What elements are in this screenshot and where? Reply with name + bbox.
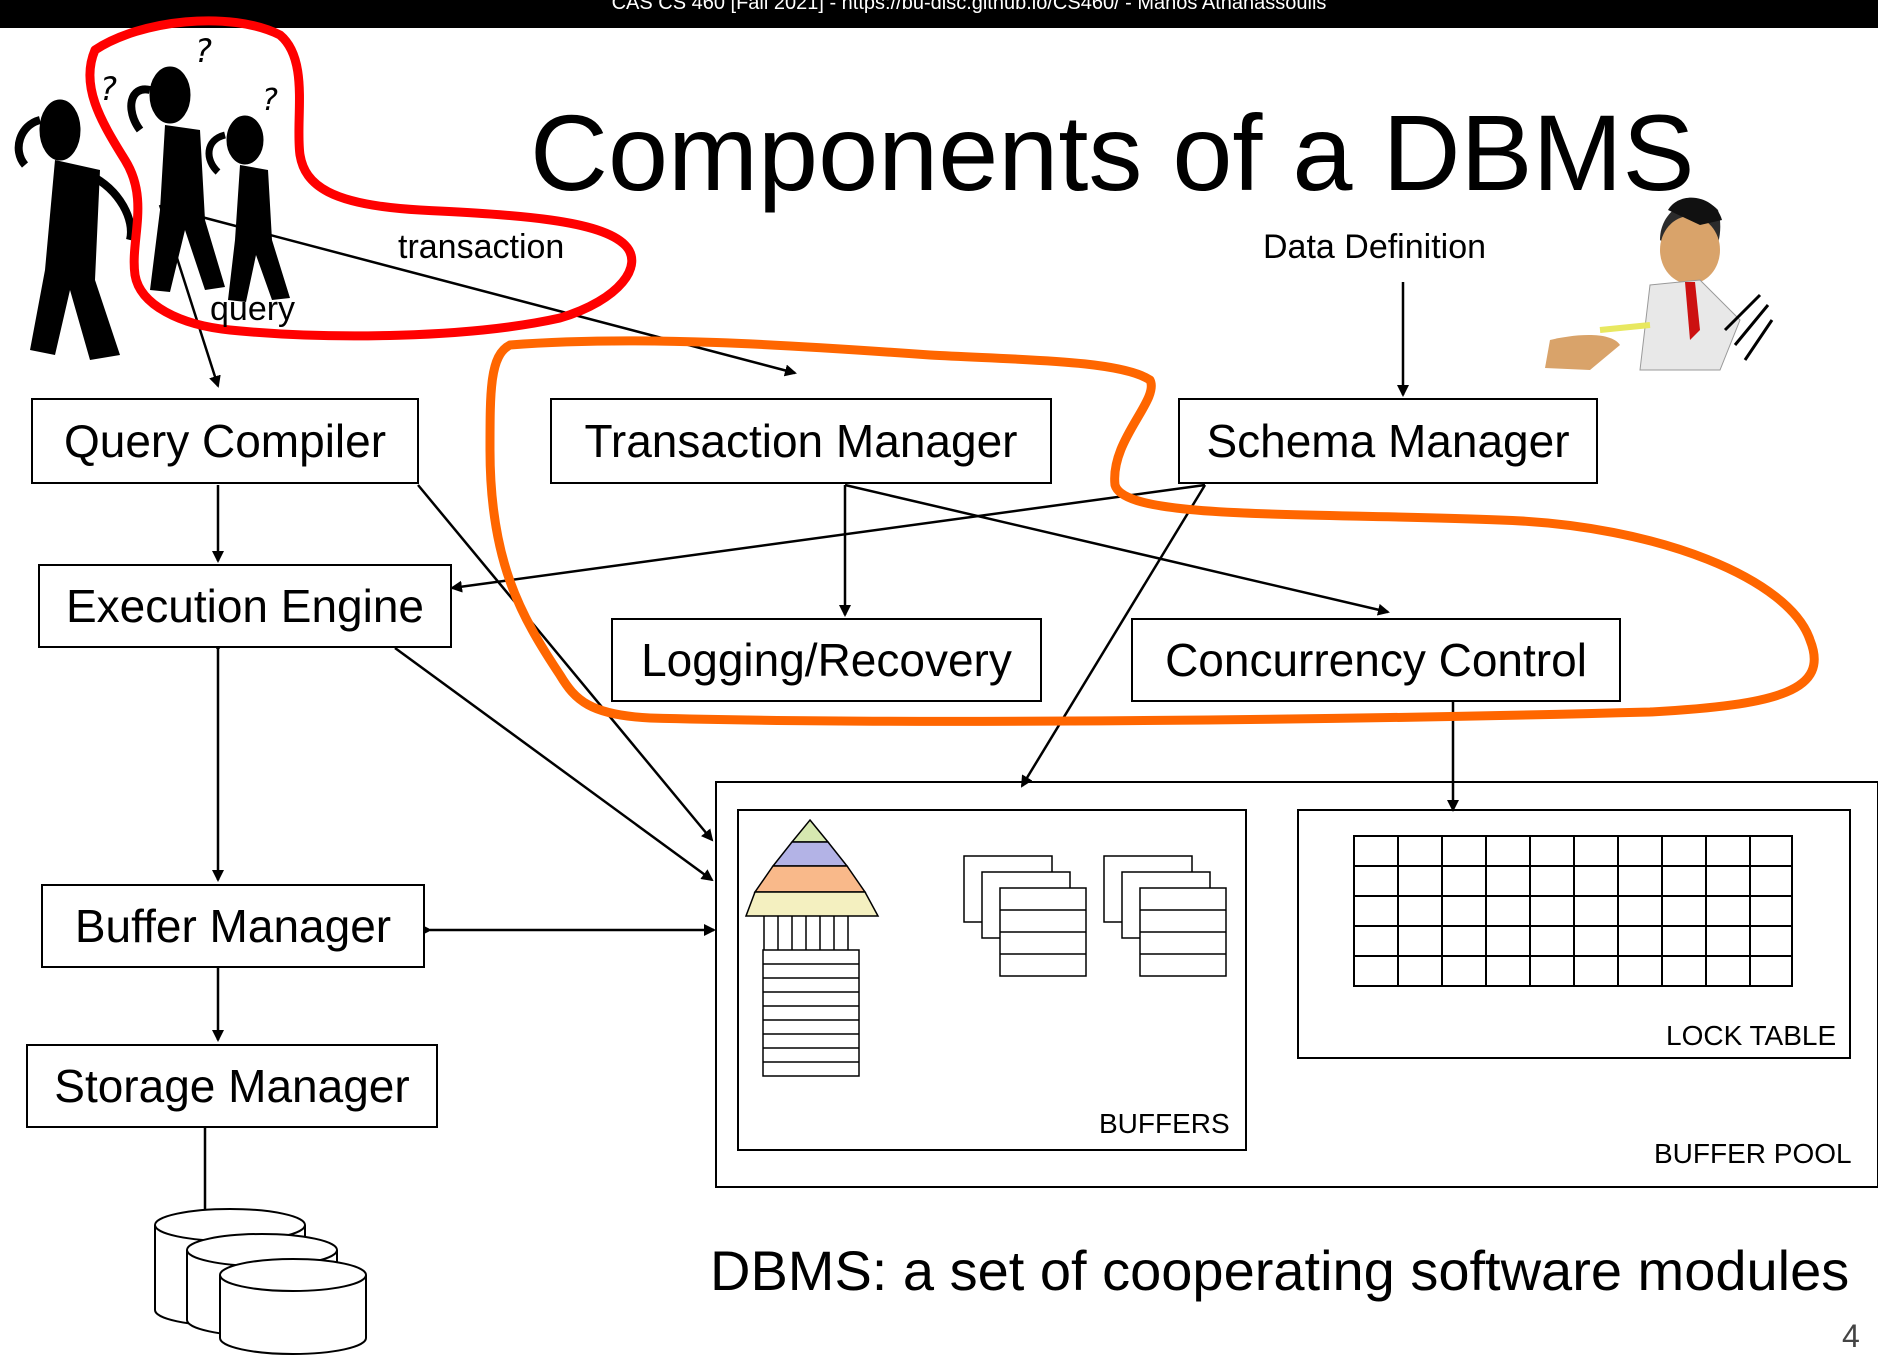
question-mark-icons: ? ? ? — [100, 32, 278, 118]
data-pages-stack-icon — [762, 949, 860, 1077]
buffer-pool-box — [715, 781, 1878, 1188]
arrow-compiler-to-pool — [417, 484, 714, 842]
slide-caption: DBMS: a set of cooperating software modu… — [710, 1239, 1850, 1302]
administrator-icon — [1545, 197, 1774, 371]
transaction-label: transaction — [398, 228, 565, 266]
logging-recovery-box: Logging/Recovery — [611, 618, 1042, 702]
arrow-query-to-compiler — [158, 204, 221, 388]
buffer-pool-label: BUFFER POOL — [1654, 1138, 1852, 1169]
header-bar: CAS CS 460 [Fall 2021] - https://bu-disc… — [0, 0, 1878, 28]
buffers-box — [737, 809, 1247, 1151]
storage-manager-box: Storage Manager — [26, 1044, 438, 1128]
data-definition-label: Data Definition — [1263, 228, 1487, 266]
lock-table-grid — [1353, 835, 1793, 987]
transaction-highlight-red — [85, 16, 637, 341]
svg-text:?: ? — [100, 70, 117, 108]
transaction-highlight-orange — [485, 336, 1819, 726]
concurrency-control-box: Concurrency Control — [1131, 618, 1621, 702]
buffers-label: BUFFERS — [1099, 1108, 1230, 1139]
svg-text:?: ? — [195, 32, 212, 70]
execution-engine-box: Execution Engine — [38, 564, 452, 648]
buffer-pages-icon — [963, 855, 1227, 977]
lock-table-label: LOCK TABLE — [1666, 1020, 1837, 1051]
index-pyramid-icon — [744, 818, 880, 950]
svg-text:?: ? — [262, 83, 278, 118]
arrow-schema-to-engine — [450, 483, 1206, 593]
schema-manager-box: Schema Manager — [1178, 398, 1598, 484]
lock-table-box — [1297, 809, 1851, 1059]
arrow-tm-to-concurrency — [844, 483, 1390, 616]
page-number: 4 — [1842, 1318, 1860, 1354]
arrow-engine-to-pool — [394, 646, 714, 882]
arrow-schema-to-pool — [1020, 484, 1207, 788]
buffer-manager-box: Buffer Manager — [41, 884, 425, 968]
confused-users-icon — [14, 66, 290, 360]
disk-storage-icon — [154, 1208, 367, 1355]
query-compiler-box: Query Compiler — [31, 398, 419, 484]
query-label: query — [210, 290, 296, 328]
slide-title: Components of a DBMS — [530, 92, 1695, 213]
transaction-manager-box: Transaction Manager — [550, 398, 1052, 484]
